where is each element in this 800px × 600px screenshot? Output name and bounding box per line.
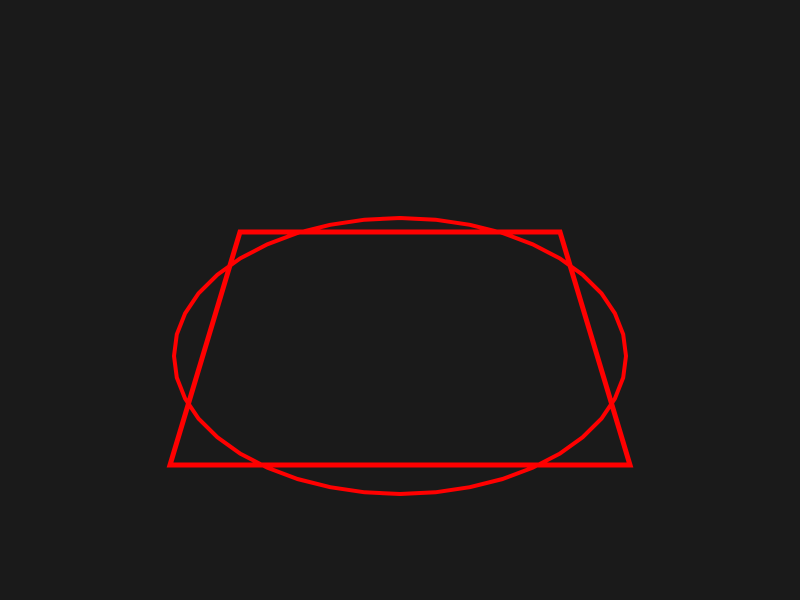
wireframe-ellipse: [172, 216, 628, 496]
wireframe-quad: [166, 229, 634, 468]
